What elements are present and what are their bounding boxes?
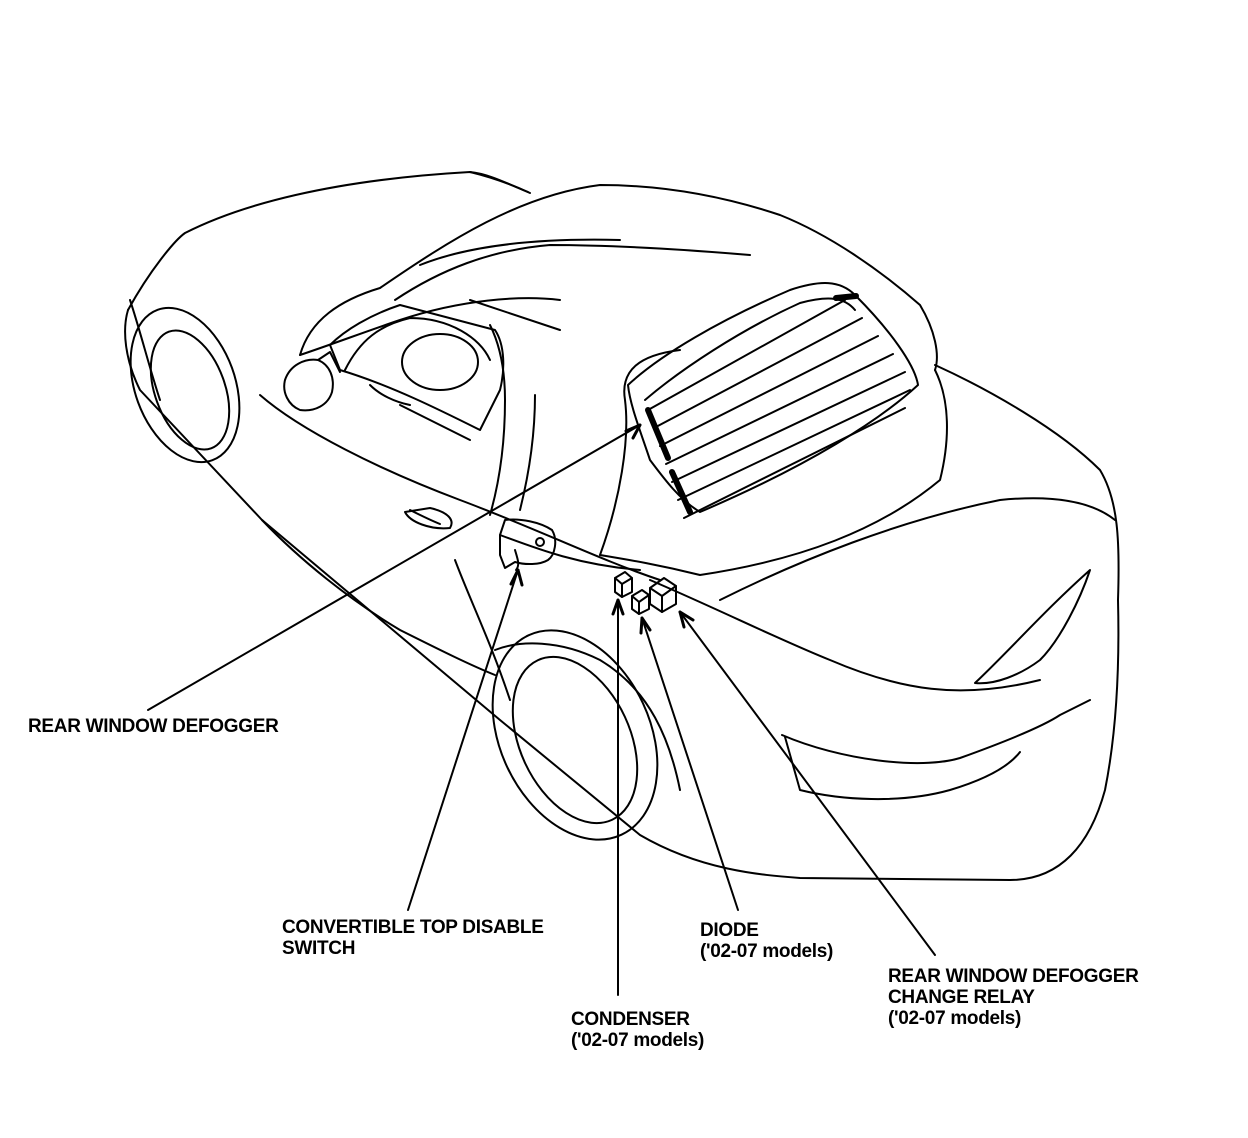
callout-text: ('02-07 models) [700, 941, 834, 962]
convertible-top-disable-switch-part [499, 518, 557, 571]
leader-lines [147, 423, 936, 996]
leader-change-relay [679, 611, 936, 956]
callout-text: DIODE [700, 920, 759, 941]
hardtop [299, 184, 948, 576]
callout-text: ('02-07 models) [571, 1030, 705, 1051]
rear-wheel [491, 629, 681, 841]
callout-text: ('02-07 models) [888, 1008, 1022, 1029]
callout-text: SWITCH [282, 938, 356, 959]
callout-text: CONVERTIBLE TOP DISABLE [282, 917, 544, 938]
diode-part [631, 589, 650, 615]
leader-convertible-top-disable-switch [407, 569, 519, 911]
callout-condenser: CONDENSER ('02-07 models) [571, 1009, 704, 1051]
callout-convertible-top-disable-switch: CONVERTIBLE TOP DISABLE SWITCH [282, 917, 544, 959]
change-relay-part [649, 577, 677, 613]
side-mirror [283, 351, 341, 412]
callout-diode: DIODE ('02-07 models) [700, 920, 833, 962]
front-wheel [129, 299, 241, 464]
condenser-part [614, 571, 633, 598]
car-body-outline [124, 171, 1120, 881]
callout-rear-window-defogger: REAR WINDOW DEFOGGER [28, 716, 279, 737]
leader-rear-window-defogger [147, 424, 641, 711]
callout-text: CHANGE RELAY [888, 987, 1035, 1008]
callout-rear-window-defogger-change-relay: REAR WINDOW DEFOGGER CHANGE RELAY ('02-0… [888, 966, 1139, 1029]
rear-window-defogger-grid [645, 293, 911, 519]
windshield-and-interior [329, 304, 505, 441]
callout-text: CONDENSER [571, 1009, 690, 1030]
callout-text: REAR WINDOW DEFOGGER [888, 966, 1139, 987]
leader-diode [641, 617, 739, 911]
callout-text: REAR WINDOW DEFOGGER [28, 716, 279, 737]
